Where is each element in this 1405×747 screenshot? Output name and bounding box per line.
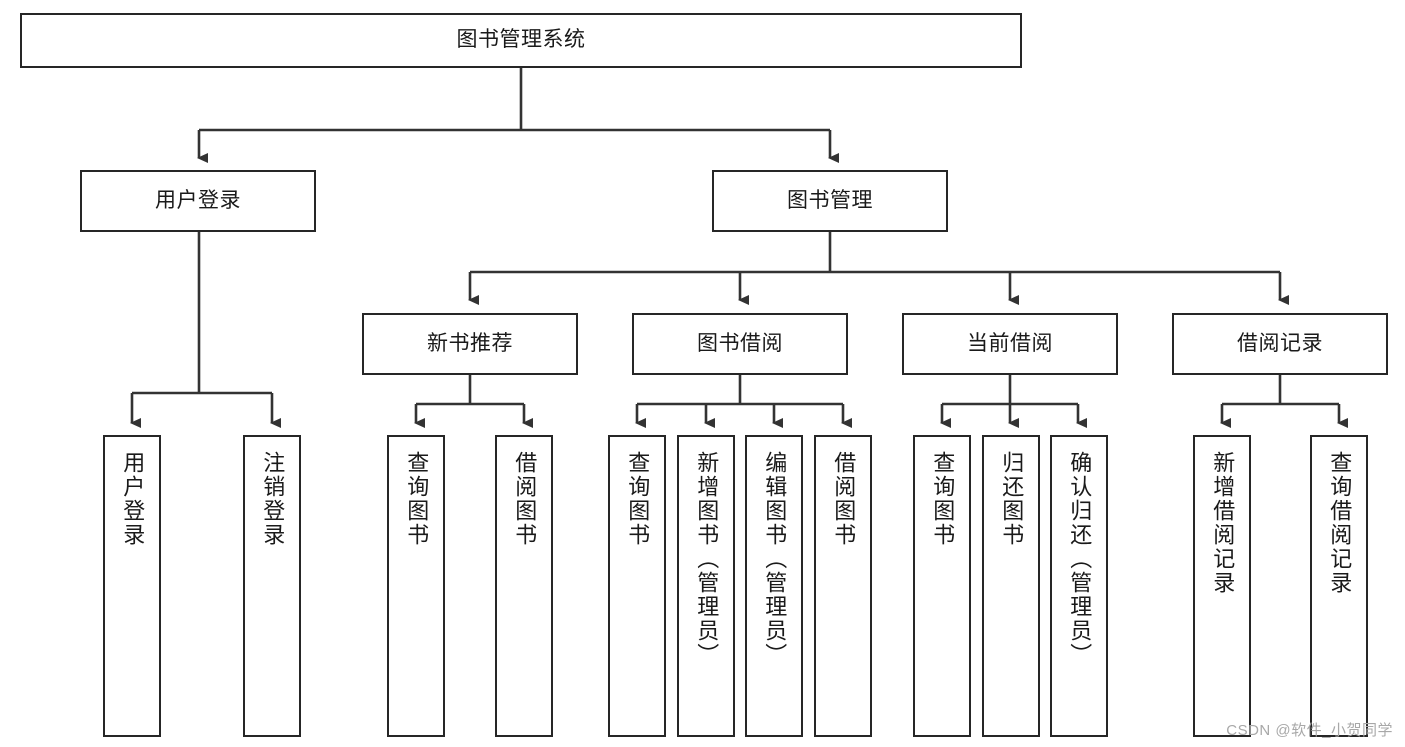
leaf-confirm-return-admin[interactable]: 确认归还（管理员） bbox=[1050, 435, 1108, 737]
node-label: 查询图书 bbox=[930, 451, 956, 547]
node-label: 图书管理系统 bbox=[456, 28, 586, 52]
leaf-add-book-admin[interactable]: 新增图书（管理员） bbox=[677, 435, 735, 737]
node-label: 确认归还（管理员） bbox=[1067, 451, 1093, 667]
leaf-borrow-book[interactable]: 借阅图书 bbox=[814, 435, 872, 737]
node-root-system[interactable]: 图书管理系统 bbox=[20, 13, 1022, 68]
node-label: 编辑图书（管理员） bbox=[762, 451, 788, 667]
node-label: 用户登录 bbox=[155, 188, 241, 212]
node-user-login[interactable]: 用户登录 bbox=[80, 170, 316, 232]
leaf-add-borrow-record[interactable]: 新增借阅记录 bbox=[1193, 435, 1251, 737]
leaf-return-book[interactable]: 归还图书 bbox=[982, 435, 1040, 737]
node-label: 查询借阅记录 bbox=[1327, 451, 1353, 595]
leaf-borrow-book-recommend[interactable]: 借阅图书 bbox=[495, 435, 553, 737]
node-label: 新书推荐 bbox=[427, 331, 513, 355]
node-label: 新增图书（管理员） bbox=[694, 451, 720, 667]
leaf-query-borrow-record[interactable]: 查询借阅记录 bbox=[1310, 435, 1368, 737]
node-label: 当前借阅 bbox=[967, 331, 1053, 355]
node-label: 借阅图书 bbox=[512, 451, 538, 547]
node-new-book-recommend[interactable]: 新书推荐 bbox=[362, 313, 578, 375]
leaf-edit-book-admin[interactable]: 编辑图书（管理员） bbox=[745, 435, 803, 737]
leaf-query-book-recommend[interactable]: 查询图书 bbox=[387, 435, 445, 737]
node-label: 借阅图书 bbox=[831, 451, 857, 547]
node-label: 新增借阅记录 bbox=[1210, 451, 1236, 595]
node-book-borrow[interactable]: 图书借阅 bbox=[632, 313, 848, 375]
leaf-user-login[interactable]: 用户登录 bbox=[103, 435, 161, 737]
node-label: 用户登录 bbox=[120, 451, 146, 547]
node-book-management[interactable]: 图书管理 bbox=[712, 170, 948, 232]
leaf-query-book-current[interactable]: 查询图书 bbox=[913, 435, 971, 737]
node-current-borrow[interactable]: 当前借阅 bbox=[902, 313, 1118, 375]
node-label: 查询图书 bbox=[625, 451, 651, 547]
node-label: 注销登录 bbox=[260, 451, 286, 547]
node-borrow-records[interactable]: 借阅记录 bbox=[1172, 313, 1388, 375]
node-label: 图书借阅 bbox=[697, 331, 783, 355]
node-label: 借阅记录 bbox=[1237, 331, 1323, 355]
node-label: 归还图书 bbox=[999, 451, 1025, 547]
leaf-logout[interactable]: 注销登录 bbox=[243, 435, 301, 737]
leaf-query-book-borrow[interactable]: 查询图书 bbox=[608, 435, 666, 737]
csdn-watermark: CSDN @软件_小贺同学 bbox=[1226, 722, 1393, 739]
node-label: 图书管理 bbox=[787, 188, 873, 212]
node-label: 查询图书 bbox=[404, 451, 430, 547]
